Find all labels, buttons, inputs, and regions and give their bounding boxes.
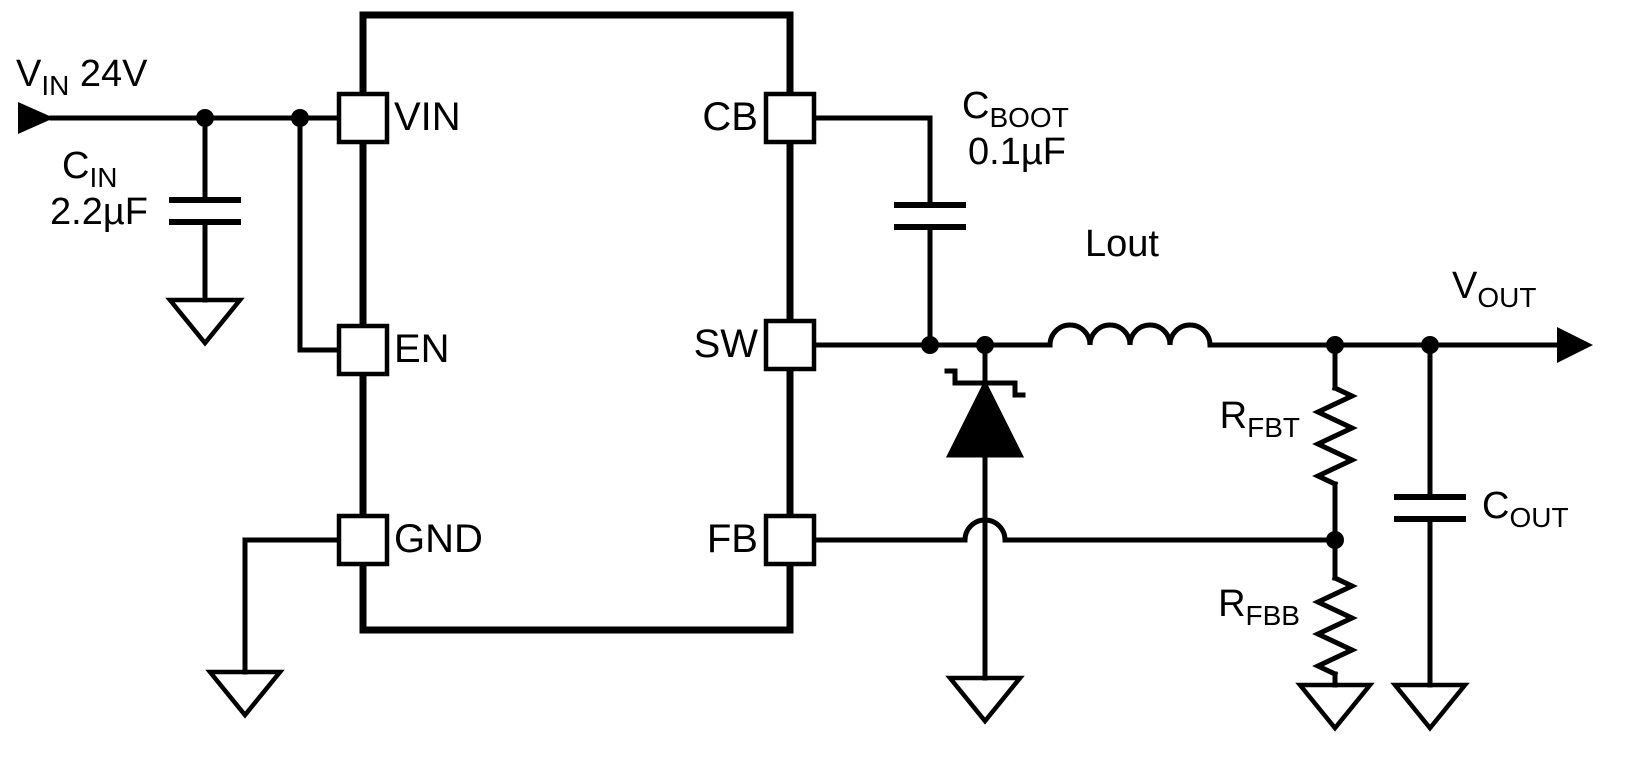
pin-box-gnd [336,513,390,567]
pin-box-sw [763,318,817,372]
capacitor-cin [169,197,241,225]
rfbt-name-main: R [1219,395,1248,437]
label-rfbt: RFBT [1190,395,1300,443]
pin-label-fb: FB [706,517,758,561]
label-vin-supply: VIN 24V [16,53,148,101]
rfbt-name-sub: FBT [1247,412,1300,443]
ground-diode [945,675,1025,725]
label-vout: VOUT [1452,265,1536,313]
label-cin-value: 2.2µF [50,191,148,233]
label-cout: COUT [1482,485,1569,533]
vout-name-sub: OUT [1477,282,1537,313]
pin-label-en: EN [394,327,450,371]
pin-label-cb: CB [702,95,758,139]
vout-name-main: V [1452,265,1478,307]
pin-label-vin: VIN [394,95,461,139]
pin-label-gnd: GND [394,517,483,561]
label-lout: Lout [1085,223,1159,265]
rfbb-name-sub: FBB [1245,600,1300,631]
pin-label-sw: SW [693,322,758,366]
vin-supply-main: V [16,53,42,95]
junction-dots [196,109,1439,549]
capacitor-cboot [894,202,966,230]
cout-name-main: C [1482,485,1510,527]
input-source-arrow [18,102,342,134]
resistor-rfbb [1312,537,1358,688]
label-cboot: CBOOT [962,85,1069,133]
capacitor-cout [1394,494,1466,522]
resistor-rfbt [1312,342,1358,543]
wire-en-branch [297,115,342,353]
inductor-lout [1047,322,1213,348]
cin-name-sub: IN [89,162,118,193]
pin-box-cb [763,91,817,145]
pin-box-vin [336,91,390,145]
wire-vout [1207,327,1593,363]
pin-box-en [336,323,390,377]
ground-cin [165,297,245,347]
wire-cboot-branch [811,115,933,348]
vin-supply-sub: IN [41,70,70,101]
label-cboot-value: 0.1µF [968,131,1066,173]
cin-name-main: C [62,145,90,187]
label-rfbb: RFBB [1190,583,1300,631]
rfbb-name-main: R [1218,583,1246,625]
cboot-name-main: C [962,85,990,127]
wire-fb [811,517,1338,543]
ground-cout [1390,682,1470,732]
cout-name-sub: OUT [1509,502,1569,533]
ground-rfbb [1295,682,1375,732]
ground-gnd-pin [205,669,285,719]
pin-box-fb [763,513,817,567]
vin-supply-suffix: 24V [69,53,148,95]
wire-gnd-branch [242,537,342,675]
diode-catch [944,342,1026,681]
cboot-name-sub: BOOT [989,102,1069,133]
label-cin: CIN [62,145,117,193]
